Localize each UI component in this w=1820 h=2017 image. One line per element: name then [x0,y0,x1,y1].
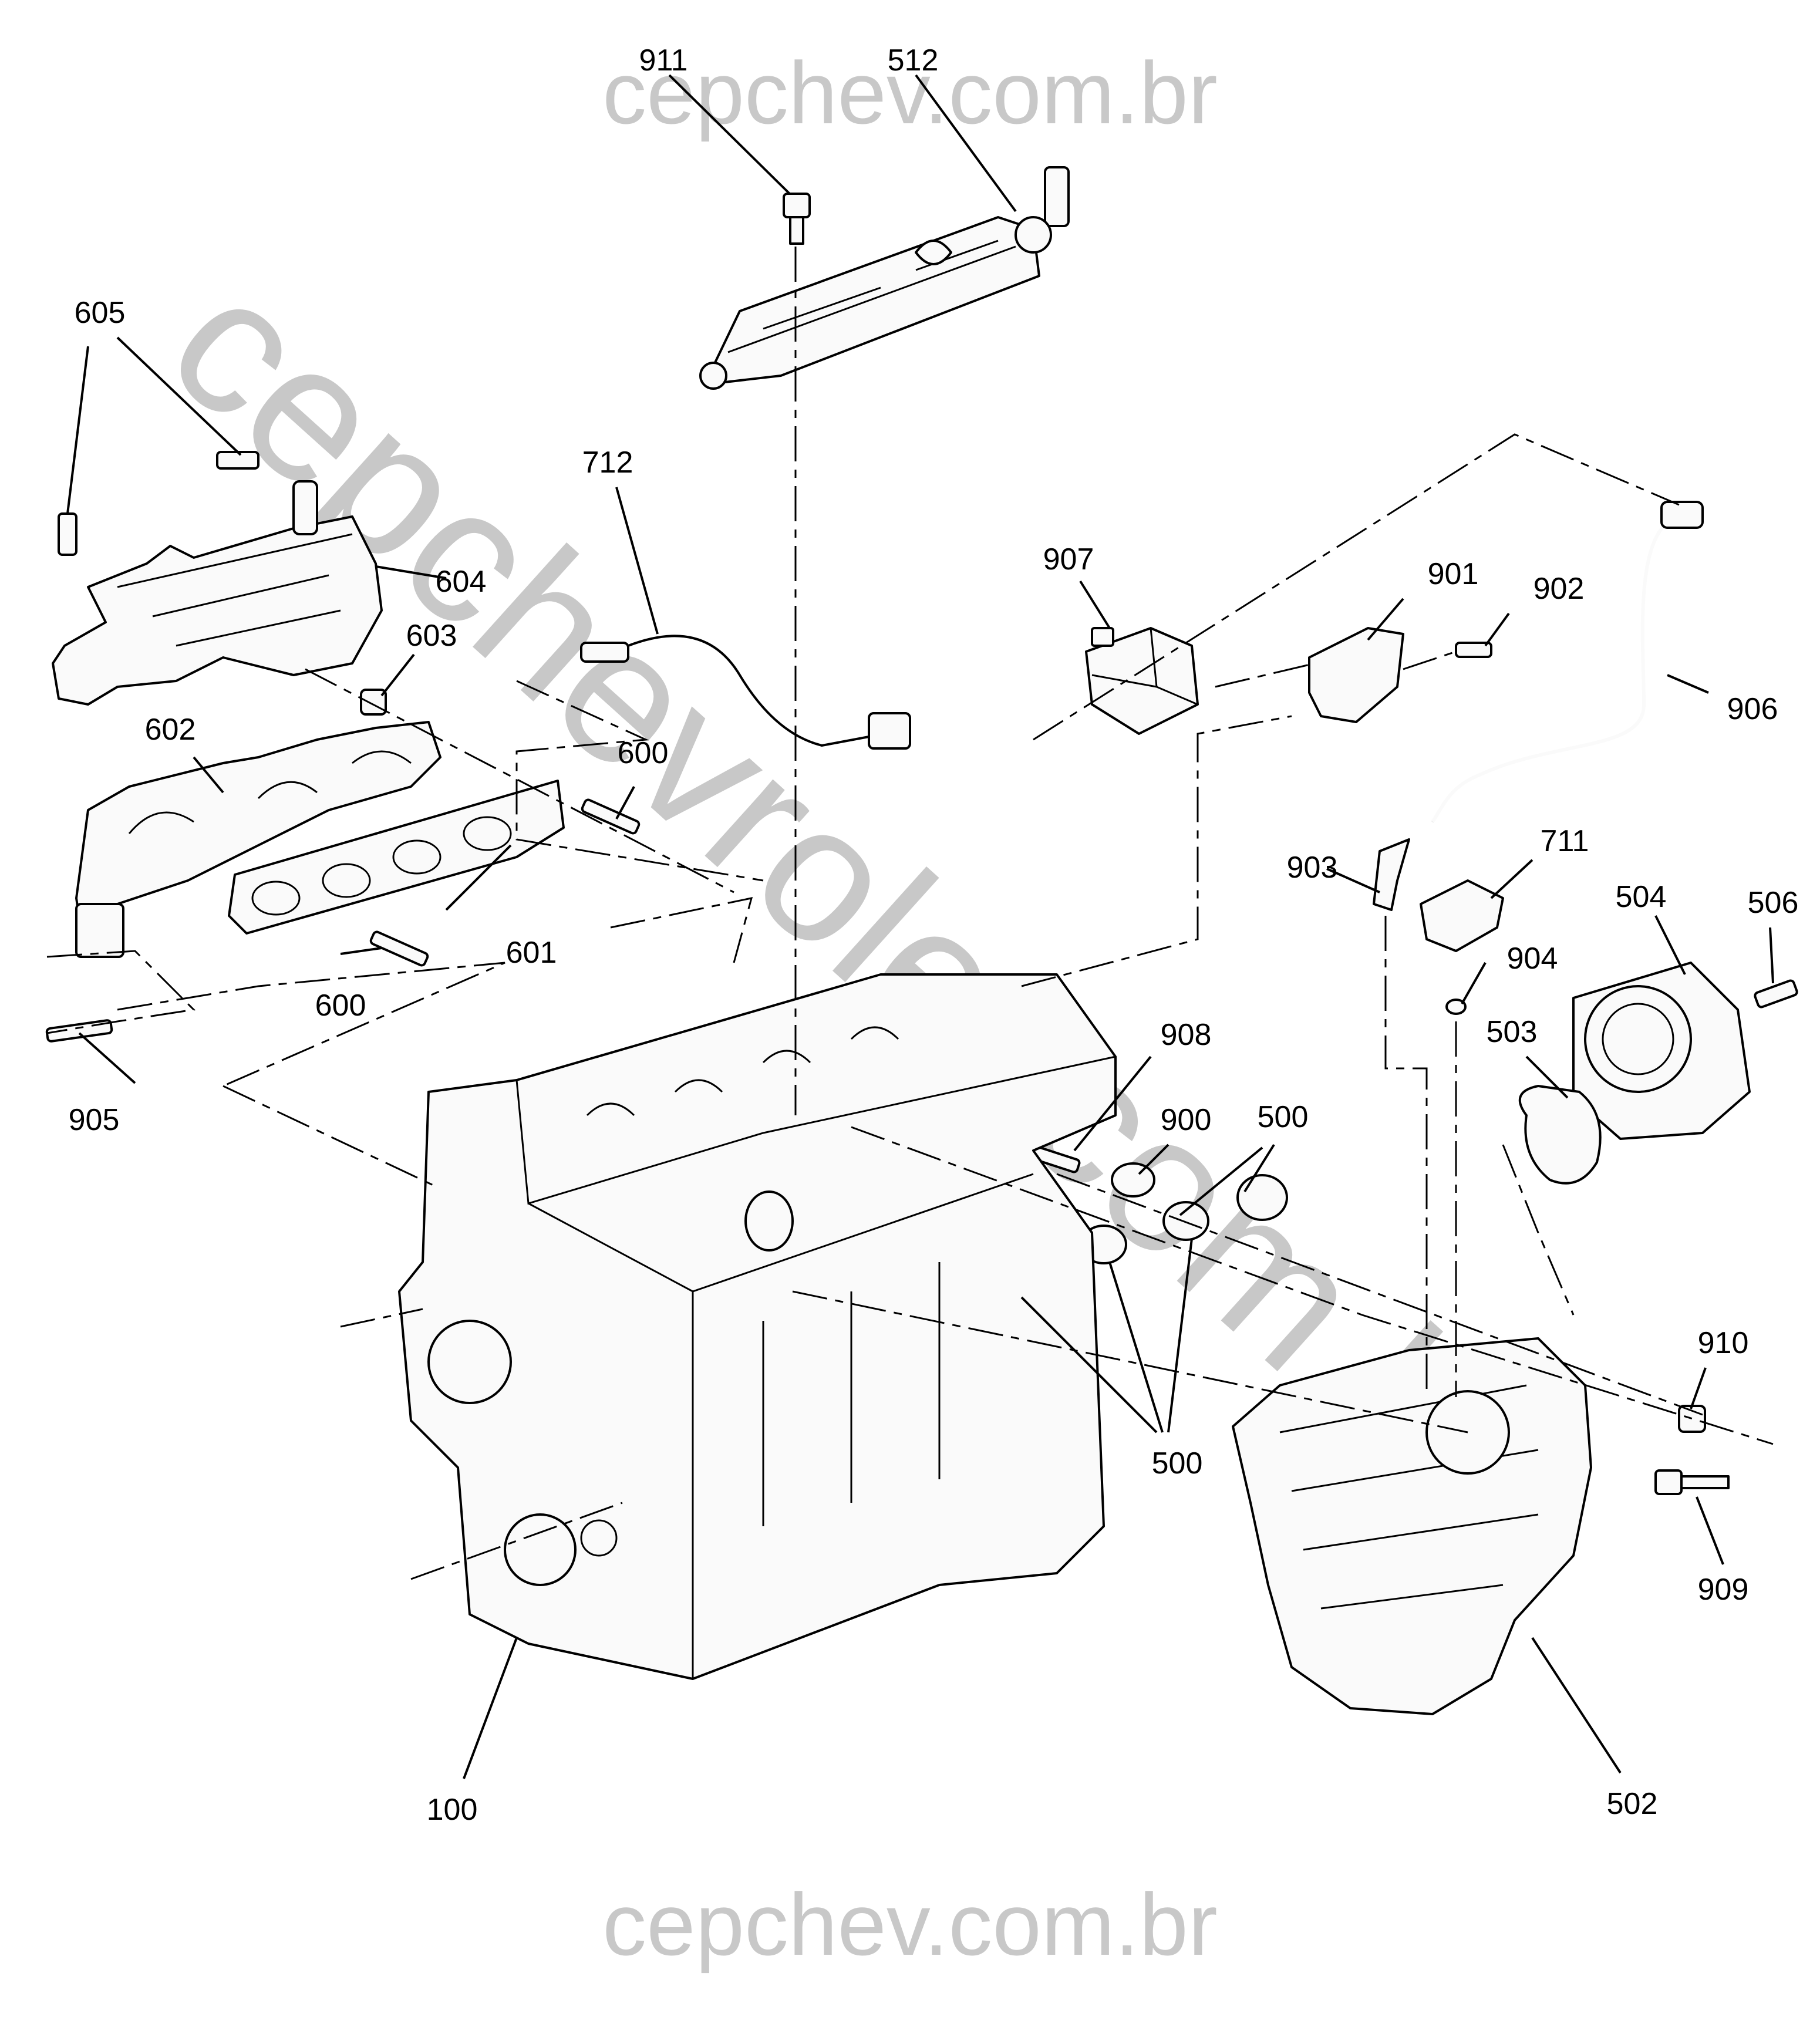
map-sensor-seal [1445,999,1467,1015]
alignment-lines [46,247,1774,1580]
callout-904: 904 [1507,942,1558,976]
stud-lower [369,930,429,967]
callout-labels: 911 512 605 604 603 602 601 600 600 905 … [69,43,1799,1827]
hose-fitting [1373,838,1410,911]
callout-909: 909 [1698,1573,1749,1607]
callout-503: 503 [1487,1015,1538,1049]
intake-nut [1678,1405,1706,1433]
callout-601: 601 [506,936,557,970]
callout-506: 506 [1748,886,1799,920]
callout-900: 900 [1161,1103,1212,1137]
callout-600-lower: 600 [315,989,366,1023]
stud-upper [581,798,641,835]
callout-500-lower: 500 [1152,1446,1203,1480]
callout-902: 902 [1533,572,1585,606]
leader-lines [66,74,1774,1779]
oxygen-sensor [580,635,911,750]
heat-shield [52,480,383,706]
fuel-rail-bolt [783,193,811,245]
intake-seal-3 [1162,1201,1209,1241]
callout-504: 504 [1616,880,1667,914]
intake-seal-900 [1111,1162,1155,1198]
exhaust-manifold [75,721,441,958]
callout-908: 908 [1161,1018,1212,1052]
callout-502: 502 [1607,1787,1658,1821]
callout-711: 711 [1541,824,1589,858]
solenoid-bracket [1308,627,1404,723]
callout-712: 712 [582,446,633,480]
callout-911: 911 [639,43,688,77]
throttle-body [1572,962,1751,1140]
callout-910: 910 [1698,1326,1749,1360]
callout-100: 100 [427,1793,478,1827]
exhaust-manifold-gasket [228,780,565,935]
bracket-bolt [1455,642,1492,658]
callout-906: 906 [1727,692,1778,726]
callout-907: 907 [1043,542,1094,576]
callout-604: 604 [436,565,487,599]
engine-block [398,973,1117,1680]
intake-seal-4 [1236,1174,1288,1221]
callout-512: 512 [888,43,939,77]
callout-602: 602 [145,713,196,747]
vacuum-hose [1431,501,1704,823]
watermark-top: cepchev.com.br [602,43,1218,142]
callout-600-upper: 600 [618,736,669,770]
callout-500-upper: 500 [1258,1100,1309,1134]
callout-605: 605 [75,296,126,330]
throttle-body-bolt [1754,979,1798,1008]
callout-603: 603 [406,619,457,653]
intake-bolt [1654,1469,1730,1495]
callout-903: 903 [1287,851,1338,885]
purge-solenoid [1085,627,1199,735]
map-sensor [1420,879,1504,952]
fuel-rail [699,166,1070,390]
heat-shield-bolt-upper [216,451,259,470]
callout-905: 905 [69,1103,120,1137]
heat-shield-bolt-side [58,512,77,556]
callout-901: 901 [1428,557,1479,591]
watermark-bottom: cepchev.com.br [602,1875,1218,1974]
throttle-body-gasket [1518,1085,1602,1185]
